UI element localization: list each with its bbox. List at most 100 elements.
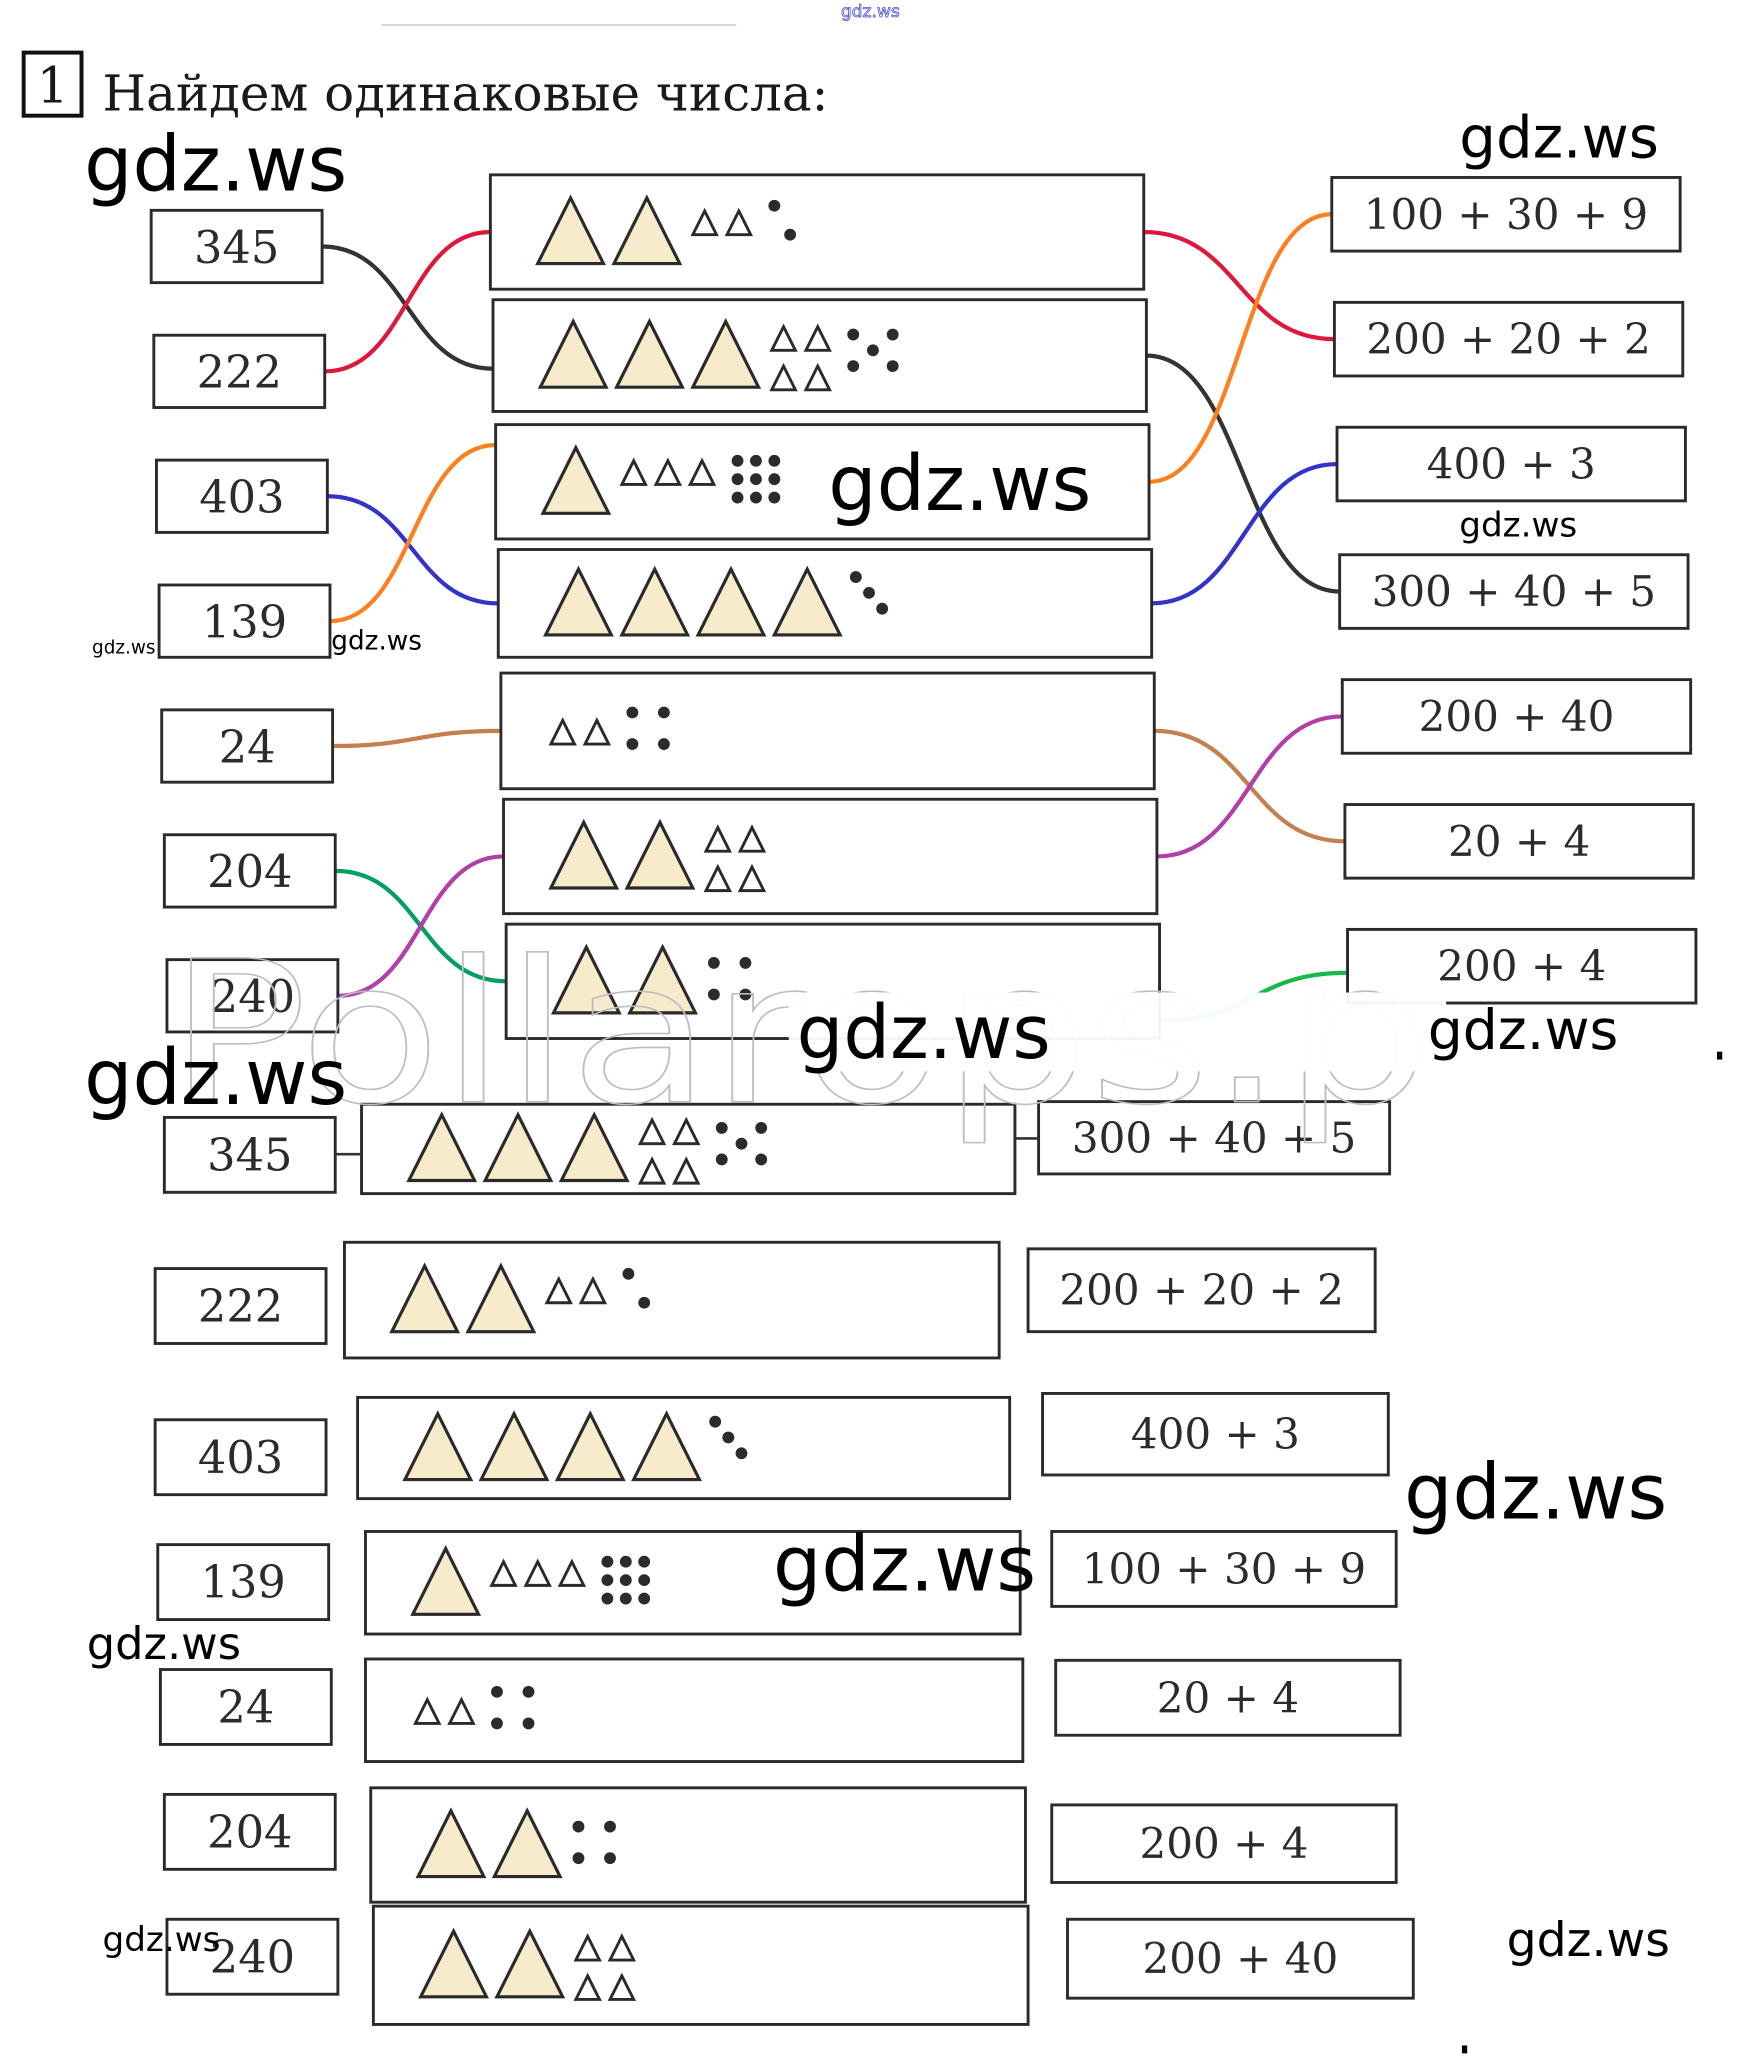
one-dot-icon <box>755 1153 768 1166</box>
number-card[interactable]: 139 <box>157 583 332 659</box>
expression-card[interactable]: 300 + 40 + 5 <box>1338 553 1690 630</box>
number-card[interactable]: 24 <box>160 708 335 784</box>
number-card-frame <box>156 1543 331 1622</box>
expression-card[interactable]: 400 + 3 <box>1335 425 1687 503</box>
one-dot-icon <box>522 1685 535 1698</box>
number-value: 204 <box>207 1807 292 1859</box>
one-dot-icon <box>863 586 875 599</box>
expression-value: 200 + 4 <box>1139 1819 1308 1868</box>
expression-card-frame <box>1330 176 1682 253</box>
expression-card-frame <box>1050 1803 1398 1884</box>
gdz-watermark: gdz.ws <box>84 1033 347 1122</box>
hundred-triangle-icon <box>619 565 691 637</box>
number-card-frame <box>162 1792 337 1871</box>
number-card[interactable]: 345 <box>149 208 324 285</box>
ten-triangle-icon <box>637 1156 667 1185</box>
number-card[interactable]: 222 <box>152 333 327 409</box>
number-card[interactable]: 403 <box>155 458 329 534</box>
gdz-watermark: gdz.ws <box>1459 505 1577 545</box>
picture-card[interactable] <box>494 423 1151 541</box>
picture-card-frame <box>364 1657 1025 1763</box>
task-title: Найдем одинаковые числа: <box>103 64 829 122</box>
picture-card[interactable] <box>504 922 1161 1040</box>
number-card[interactable]: 240 <box>165 958 340 1034</box>
one-dot-icon <box>491 1685 503 1698</box>
number-value: 240 <box>210 971 295 1023</box>
connector-line <box>322 229 493 374</box>
hundred-triangle-icon <box>418 1927 489 1999</box>
expression-card[interactable]: 20 + 4 <box>1343 803 1695 880</box>
number-card-frame <box>165 1917 340 1996</box>
gdz-watermark: gdz.ws <box>773 1520 1036 1609</box>
number-value: 204 <box>207 846 292 898</box>
number-card-frame <box>155 458 329 534</box>
gdz-watermark: gdz.ws <box>87 1618 241 1670</box>
ten-triangle-icon <box>724 207 754 237</box>
expression-card[interactable]: 200 + 20 + 2 <box>1332 300 1685 378</box>
hundred-triangle-icon <box>558 1111 630 1183</box>
number-value: 403 <box>199 472 284 524</box>
expression-card[interactable]: 200 + 40 <box>1340 678 1693 755</box>
hundred-triangle-icon <box>627 943 699 1015</box>
one-dot-icon <box>638 1555 651 1568</box>
one-dot-icon <box>847 328 860 341</box>
expression-value: 100 + 30 + 9 <box>1364 190 1648 239</box>
one-dot-icon <box>886 360 899 373</box>
expression-card: 300 + 40 + 5 <box>1037 1100 1392 1176</box>
number-card-frame <box>153 1418 328 1497</box>
number-card-frame <box>157 583 332 659</box>
picture-card[interactable] <box>488 173 1146 291</box>
hundred-triangle-icon <box>543 565 614 637</box>
connector-line <box>1144 353 1342 594</box>
one-dot-icon <box>638 1574 651 1587</box>
one-dot-icon <box>622 1267 635 1280</box>
expression-value: 200 + 40 <box>1419 692 1615 741</box>
picture-card <box>360 1102 1017 1196</box>
expression-value: 200 + 4 <box>1437 942 1606 991</box>
number-value: 139 <box>201 1557 286 1609</box>
hundred-triangle-icon <box>614 317 685 389</box>
one-dot-icon <box>619 1592 632 1605</box>
one-dot-icon <box>619 1555 632 1568</box>
ten-triangle-icon <box>687 457 717 486</box>
ten-triangle-icon <box>653 457 683 486</box>
one-dot-icon <box>572 1820 585 1833</box>
hundred-triangle-icon <box>537 317 609 389</box>
gdz-watermark: gdz.ws <box>1507 1913 1670 1968</box>
one-dot-icon <box>768 473 781 486</box>
one-dot-icon <box>768 454 781 467</box>
expression-value: 200 + 20 + 2 <box>1366 315 1650 364</box>
ten-triangle-icon <box>573 1972 602 2001</box>
number-card-frame <box>153 1267 328 1345</box>
number-card: 24 <box>158 1668 333 1746</box>
number-value: 139 <box>202 596 287 648</box>
ten-triangle-icon <box>690 207 719 237</box>
hundred-triangle-icon <box>415 1807 487 1879</box>
ten-triangle-icon <box>544 1275 573 1305</box>
picture-card-frame <box>491 298 1148 413</box>
hundred-triangle-icon <box>402 1410 474 1482</box>
ten-triangle-icon <box>769 323 798 352</box>
hundred-triangle-icon <box>389 1262 461 1334</box>
hundred-triangle-icon <box>554 1410 626 1482</box>
ten-triangle-icon <box>637 1116 667 1146</box>
one-dot-icon <box>604 1852 616 1865</box>
picture-card[interactable] <box>491 298 1148 413</box>
connector-line <box>1146 212 1334 484</box>
picture-card[interactable] <box>499 671 1156 791</box>
expression-card[interactable]: 100 + 30 + 9 <box>1330 176 1682 253</box>
hundred-triangle-icon <box>550 943 622 1015</box>
picture-card[interactable] <box>502 797 1159 916</box>
number-card[interactable]: 204 <box>162 833 337 909</box>
picture-card[interactable] <box>496 548 1154 659</box>
number-value: 345 <box>207 1130 292 1182</box>
hundred-triangle-icon <box>631 1410 702 1482</box>
part1-expression-column: 100 + 30 + 9 200 + 20 + 2 400 + 3 300 + 40 … <box>1330 176 1698 1005</box>
one-dot-icon <box>601 1592 614 1605</box>
one-dot-icon <box>619 1574 632 1587</box>
expression-card-frame <box>1026 1247 1377 1334</box>
one-dot-icon <box>735 1447 748 1460</box>
expression-card[interactable]: 200 + 4 <box>1346 927 1698 1005</box>
